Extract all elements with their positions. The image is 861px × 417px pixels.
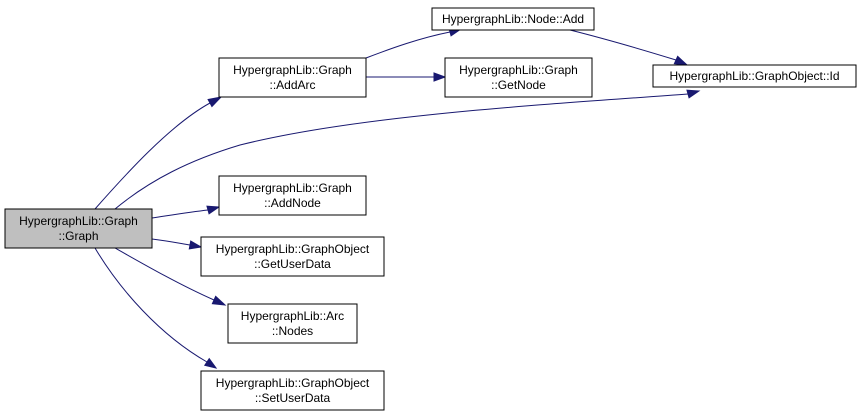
node-get-node[interactable]: HypergraphLib::Graph::GetNode: [444, 57, 593, 98]
edge-line: [114, 93, 689, 210]
node-box: [227, 303, 358, 344]
node-box: [431, 7, 595, 31]
arrowhead-icon: [188, 240, 203, 250]
node-add-arc[interactable]: HypergraphLib::Graph::AddArc: [218, 57, 367, 98]
node-box: [200, 236, 385, 277]
node-box: [444, 57, 593, 98]
edges-layer: [94, 27, 701, 369]
arrowhead-icon: [207, 96, 223, 108]
edge-graph-ctor-to-graphobject-id: [114, 89, 701, 210]
nodes-layer: HypergraphLib::Graph::GraphHypergraphLib…: [4, 7, 857, 411]
node-box: [218, 57, 367, 98]
node-label-line2: ::AddArc: [269, 78, 315, 92]
node-label-line1: HypergraphLib::Graph: [19, 214, 138, 228]
node-label-line1: HypergraphLib::GraphObject: [216, 242, 370, 256]
node-label-line1: HypergraphLib::Graph: [233, 181, 352, 195]
edge-line: [365, 31, 451, 59]
edge-line: [94, 102, 211, 210]
node-graph-ctor[interactable]: HypergraphLib::Graph::Graph: [4, 208, 153, 249]
node-box: [4, 208, 153, 249]
edge-add-arc-to-node-add: [365, 27, 463, 59]
edge-line: [151, 238, 191, 246]
node-arc-nodes[interactable]: HypergraphLib::Arc::Nodes: [227, 303, 358, 344]
edge-line: [151, 209, 209, 219]
node-label-line2: ::GetNode: [491, 78, 546, 92]
node-label-line1: HypergraphLib::Graph: [233, 63, 352, 77]
node-label: HypergraphLib::Node::Add: [442, 12, 584, 26]
arrowhead-icon: [673, 55, 689, 66]
edge-graph-ctor-to-add-arc: [94, 96, 223, 210]
node-box: [200, 370, 385, 411]
node-label-line1: HypergraphLib::Arc: [241, 309, 344, 323]
node-label-line2: ::AddNode: [264, 196, 321, 210]
node-label-line1: HypergraphLib::GraphObject: [216, 376, 370, 390]
edge-add-arc-to-get-node: [365, 72, 447, 82]
node-label-line2: ::Graph: [58, 229, 98, 243]
node-label-line2: ::GetUserData: [254, 257, 331, 271]
node-graphobject-id[interactable]: HypergraphLib::GraphObject::Id: [652, 64, 857, 88]
edge-line: [114, 247, 215, 301]
arrowhead-icon: [203, 357, 218, 369]
edge-node-add-to-graphobject-id: [569, 29, 689, 66]
node-set-user-data[interactable]: HypergraphLib::GraphObject::SetUserData: [200, 370, 385, 411]
edge-line: [94, 247, 208, 363]
node-label-line1: HypergraphLib::Graph: [459, 63, 578, 77]
edge-graph-ctor-to-add-node: [151, 205, 221, 219]
arrowhead-icon: [433, 72, 447, 82]
node-label-line2: ::Nodes: [272, 324, 313, 338]
arrowhead-icon: [206, 205, 221, 215]
node-box: [218, 175, 367, 216]
edge-graph-ctor-to-arc-nodes: [114, 247, 227, 306]
node-label: HypergraphLib::GraphObject::Id: [669, 69, 839, 83]
node-get-user-data[interactable]: HypergraphLib::GraphObject::GetUserData: [200, 236, 385, 277]
edge-graph-ctor-to-set-user-data: [94, 247, 218, 369]
node-node-add[interactable]: HypergraphLib::Node::Add: [431, 7, 595, 31]
edge-graph-ctor-to-get-user-data: [151, 238, 203, 250]
node-box: [652, 64, 857, 88]
arrowhead-icon: [211, 295, 227, 306]
node-add-node[interactable]: HypergraphLib::Graph::AddNode: [218, 175, 367, 216]
edge-line: [569, 29, 677, 61]
node-label-line2: ::SetUserData: [255, 391, 331, 405]
arrowhead-icon: [686, 89, 701, 99]
